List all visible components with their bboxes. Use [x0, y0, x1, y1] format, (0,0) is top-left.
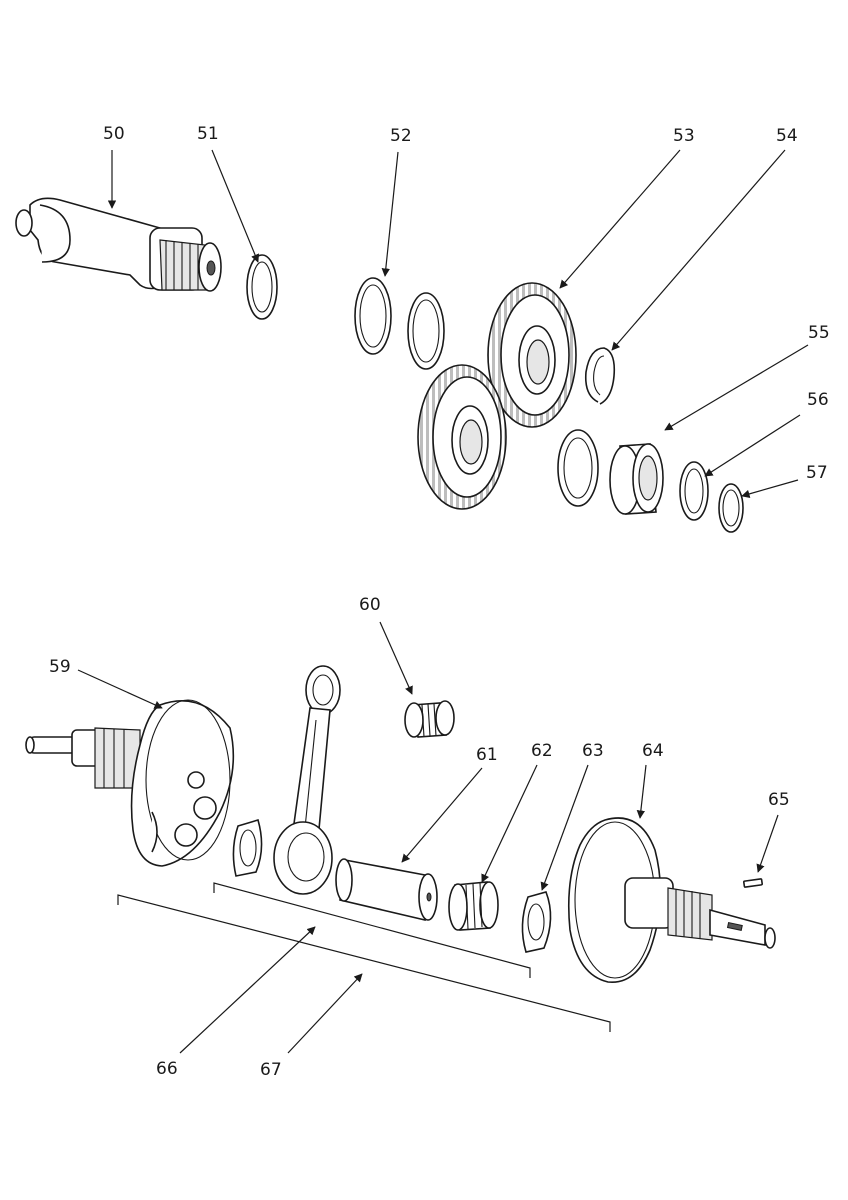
callout-63: 63 — [582, 741, 604, 761]
leader-63 — [540, 764, 589, 891]
part-55-bearing — [609, 443, 664, 515]
leader-59 — [77, 669, 163, 709]
callout-53: 53 — [673, 126, 695, 146]
callout-59: 59 — [49, 657, 71, 677]
part-57-ring — [718, 483, 744, 533]
leader-55 — [664, 344, 809, 431]
callout-67: 67 — [260, 1060, 282, 1080]
callout-62: 62 — [531, 741, 553, 761]
leader-60 — [379, 621, 413, 695]
callout-66: 66 — [156, 1059, 178, 1079]
leader-65 — [756, 814, 779, 873]
callout-57: 57 — [806, 463, 828, 483]
leader-61 — [401, 767, 483, 863]
callout-65: 65 — [768, 790, 790, 810]
part-63-washer — [521, 891, 552, 953]
part-60-needle-bearing — [404, 700, 455, 738]
bracket-66 — [213, 882, 531, 978]
callout-50: 50 — [103, 124, 125, 144]
part-50-shaft — [15, 197, 222, 292]
bracket-67 — [117, 894, 611, 1032]
part-53-gears — [417, 282, 577, 510]
part-55-thrust-washer — [557, 429, 599, 507]
part-62-needle-bearing — [448, 881, 499, 931]
leader-64 — [636, 764, 647, 819]
part-64-crank-half — [567, 817, 776, 983]
part-54-circlip — [584, 347, 616, 405]
leader-53 — [559, 149, 681, 289]
leader-62 — [481, 764, 538, 883]
leader-66 — [179, 926, 316, 1054]
part-65-key — [742, 878, 764, 888]
callout-55: 55 — [808, 323, 830, 343]
part-61-crank-pin — [335, 858, 438, 922]
leader-52 — [381, 151, 399, 277]
part-51-washer — [246, 254, 278, 320]
callout-52: 52 — [390, 126, 412, 146]
callout-51: 51 — [197, 124, 219, 144]
callout-61: 61 — [476, 745, 498, 765]
leader-56 — [704, 414, 801, 477]
part-connecting-rod — [273, 665, 341, 895]
callout-56: 56 — [807, 390, 829, 410]
leader-54 — [611, 149, 786, 351]
part-56-ring — [679, 461, 709, 521]
callout-60: 60 — [359, 595, 381, 615]
callout-54: 54 — [776, 126, 798, 146]
leader-51 — [211, 149, 260, 263]
part-thrust-washer-left — [232, 819, 263, 877]
callout-64: 64 — [642, 741, 664, 761]
leader-57 — [741, 479, 799, 498]
part-59-crank-half — [25, 699, 235, 867]
leader-67 — [287, 973, 363, 1054]
part-52-shims — [354, 277, 445, 370]
